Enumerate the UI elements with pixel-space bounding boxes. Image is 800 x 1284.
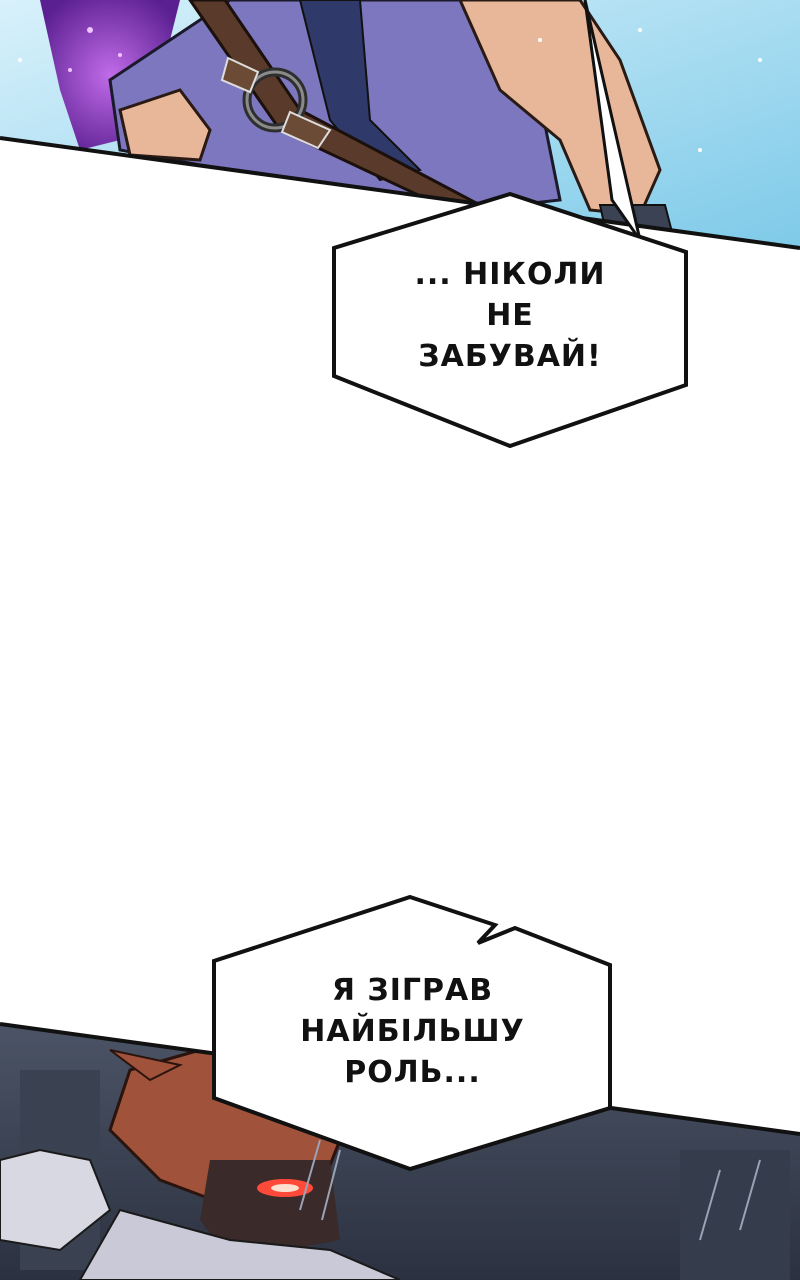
bubble-line: ЗАБУВАЙ! — [418, 338, 602, 374]
bubble-line: НАЙБІЛЬШУ — [300, 1013, 525, 1049]
bubble-line: РОЛЬ... — [344, 1054, 481, 1090]
speech-bubble-played-role: Я ЗІГРАВ НАЙБІЛЬШУ РОЛЬ... — [210, 893, 615, 1173]
top-art-panel — [0, 0, 800, 260]
bubble-line: Я ЗІГРАВ — [331, 972, 494, 1008]
speech-bubble-never-forget: ... НІКОЛИ НЕ ЗАБУВАЙ! — [330, 190, 690, 450]
top-panel-illustration — [0, 0, 800, 250]
speech-bubble-shape — [212, 894, 612, 1172]
bubble-text-never-forget: ... НІКОЛИ НЕ ЗАБУВАЙ! — [350, 250, 670, 380]
bubble-line: НЕ — [486, 297, 534, 333]
speech-bubble-shape — [332, 191, 688, 449]
bubble-text-played-role: Я ЗІГРАВ НАЙБІЛЬШУ РОЛЬ... — [230, 966, 595, 1096]
bubble-line: ... НІКОЛИ — [414, 256, 606, 292]
